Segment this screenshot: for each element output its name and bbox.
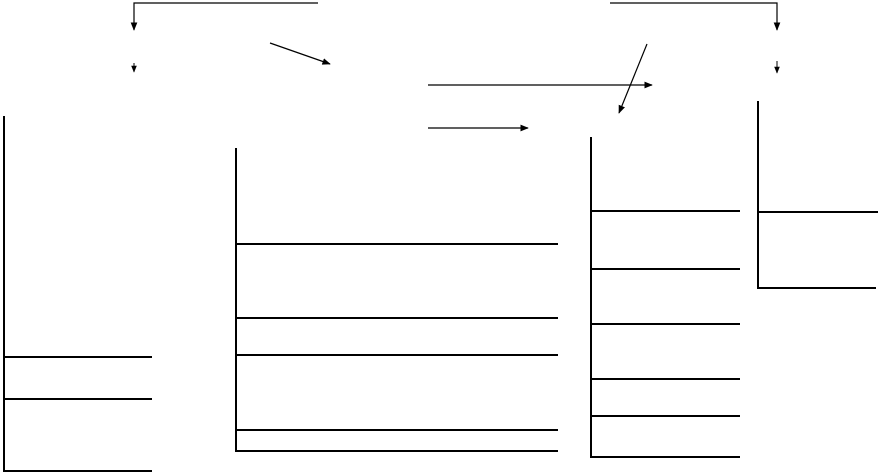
bracket-top-left-arrow xyxy=(130,2,318,31)
bracket-top-right-arrow xyxy=(610,2,781,31)
diagonal-arrow-right xyxy=(618,43,648,114)
table-3 xyxy=(590,137,740,458)
table-1 xyxy=(3,116,152,472)
diagonal-arrow-left xyxy=(269,42,331,65)
table-4 xyxy=(757,101,878,289)
table-2 xyxy=(235,148,558,452)
